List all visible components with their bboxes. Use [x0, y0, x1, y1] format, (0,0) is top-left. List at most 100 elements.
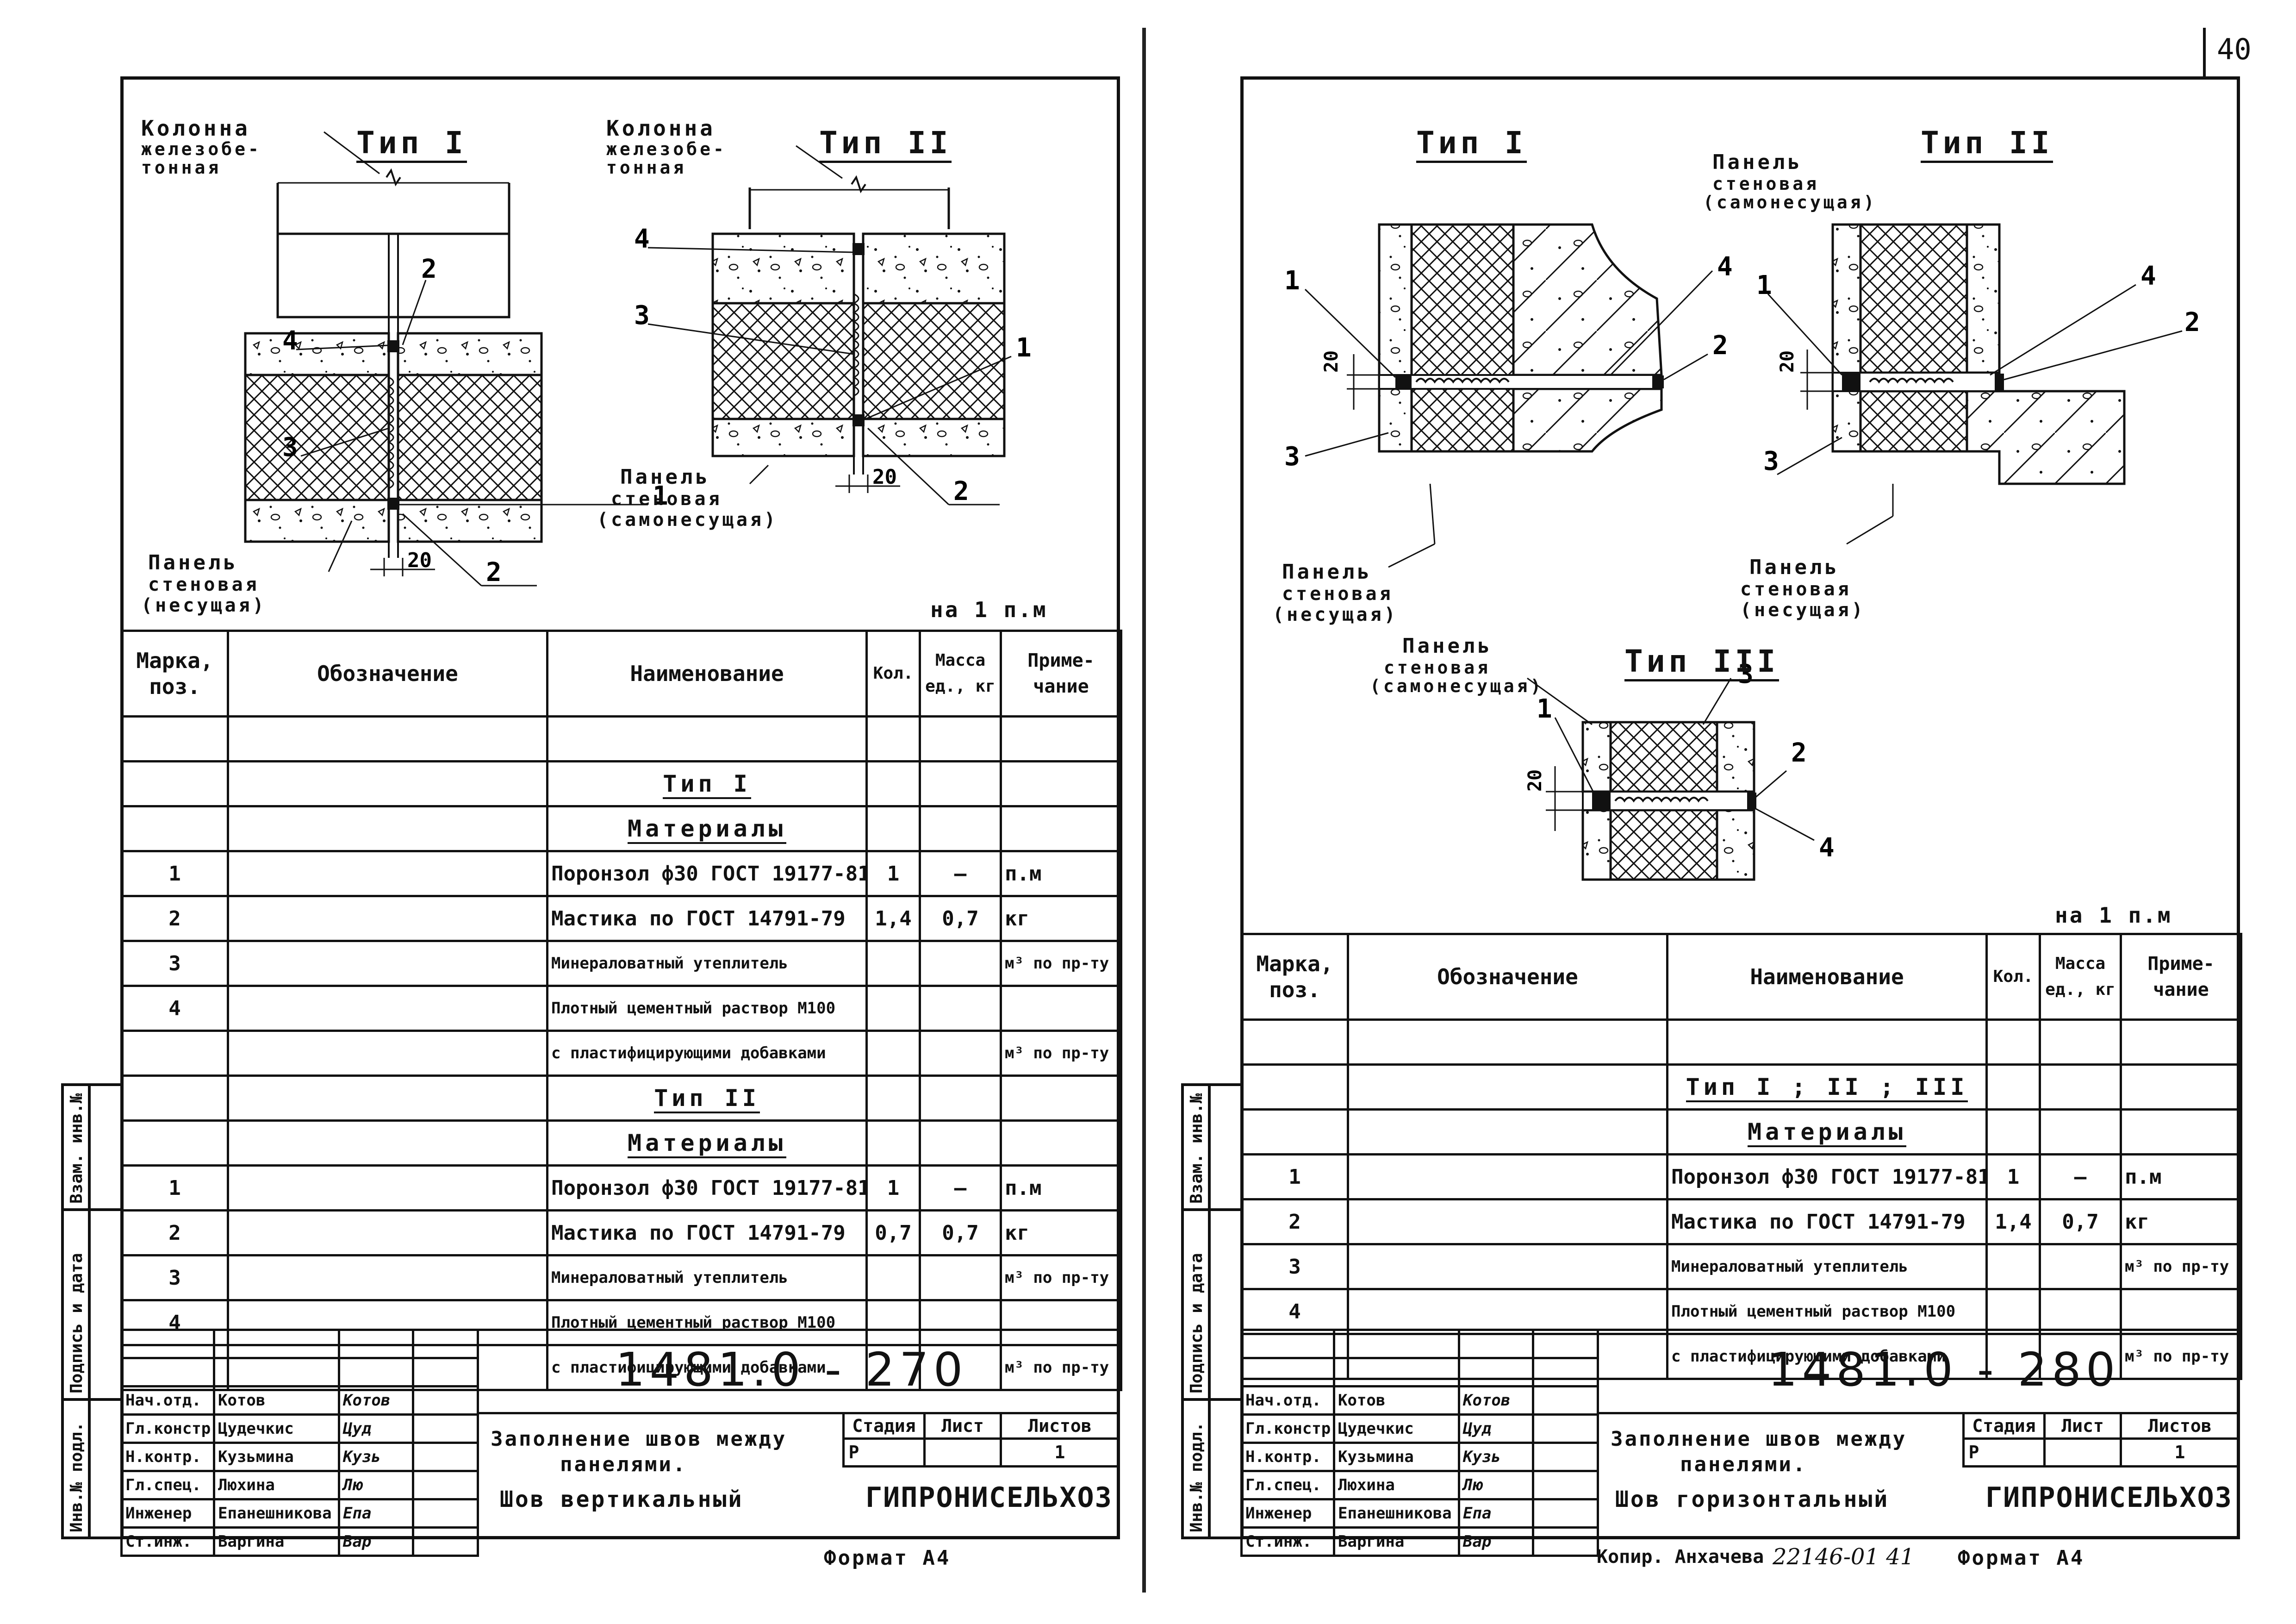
- staff-cell-empty: [412, 1357, 479, 1387]
- spec-cell-empty: [1985, 1108, 2041, 1156]
- spec-cell-pos: 1: [120, 1164, 229, 1212]
- left-spec-table: Марка, поз. Обозначение Наименование Кол…: [120, 630, 1122, 1391]
- spec-cell-qty: 1: [865, 1164, 921, 1212]
- spec-cell-mass: 0,7: [919, 1209, 1002, 1256]
- spec-cell-pos: 2: [120, 1209, 229, 1256]
- right-copy-code: 22146-01 41: [1773, 1544, 1915, 1570]
- right-drawing-horizontal-joint: 20 1 3 4 2 20 1 3 4 2: [1284, 223, 2200, 881]
- spec-cell-qty: [865, 1344, 921, 1391]
- spec-cell-name: Мастика по ГОСТ 14791-79: [546, 895, 868, 942]
- spec-cell-mass: [919, 715, 1002, 762]
- spec-cell-mass: [919, 1299, 1002, 1346]
- staff-signature: Кузь: [1458, 1442, 1534, 1472]
- right-panel-a-3: (несущая): [1273, 604, 1398, 625]
- spec-cell-section: Материалы: [1666, 1108, 1988, 1156]
- spec-cell-empty: [1240, 1063, 1349, 1111]
- spec-cell-note: [1000, 1299, 1122, 1346]
- spec-cell-empty: [865, 805, 921, 852]
- staff-date: [1532, 1413, 1599, 1444]
- right-panel-a-2: стеновая: [1282, 583, 1394, 605]
- spec-cell-mass: —: [919, 850, 1002, 897]
- staff-signature: Вар: [338, 1526, 414, 1557]
- spec-cell-qty: [865, 715, 921, 762]
- staff-role: Гл.спец.: [120, 1470, 215, 1500]
- spec-cell-empty: [227, 940, 548, 987]
- spec-cell-note: м³ по пр-ту: [1000, 940, 1122, 987]
- spec-row: Тип II: [120, 1074, 1122, 1122]
- spec-cell-empty: [120, 760, 229, 807]
- spec-cell-empty: [1347, 1198, 1668, 1245]
- right-sheets-h: Листов: [2148, 1416, 2212, 1436]
- spec-cell-empty: [227, 715, 548, 762]
- svg-text:4: 4: [634, 224, 650, 254]
- staff-date: [412, 1470, 479, 1500]
- staff-role: Ст.инж.: [1240, 1526, 1335, 1557]
- svg-text:1: 1: [1016, 333, 1032, 363]
- spec-cell-qty: 1: [865, 850, 921, 897]
- spec-cell-name: [546, 715, 868, 762]
- left-column2-label-2: железобе-: [606, 139, 727, 159]
- left-type2-title: Тип II: [819, 125, 952, 163]
- right-spec-header-row: Марка, поз. Обозначение Наименование Кол…: [1240, 933, 2242, 1021]
- left-panel-b-1: Панель: [620, 465, 710, 489]
- staff-role: Нач.отд.: [1240, 1385, 1335, 1416]
- svg-text:20: 20: [1524, 769, 1546, 792]
- svg-text:2: 2: [1791, 738, 1807, 768]
- svg-text:2: 2: [421, 254, 437, 284]
- left-stage-h: Стадия: [852, 1416, 916, 1436]
- hdr-mass: Масса ед., кг: [919, 630, 1002, 718]
- staff-name: Люхина: [213, 1470, 340, 1500]
- spec-cell-mass: [919, 985, 1002, 1032]
- side-inv: Инв.№ подл.: [67, 1422, 86, 1532]
- right-type3-detail: 20 1 3 2 4: [1524, 659, 1835, 881]
- spec-cell-empty: [227, 760, 548, 807]
- spec-cell-qty: 0,7: [865, 1209, 921, 1256]
- spec-cell-empty: [2120, 1108, 2242, 1156]
- spec-cell-name: Мастика по ГОСТ 14791-79: [546, 1209, 868, 1256]
- spec-cell-empty: [1347, 1243, 1668, 1290]
- staff-blank-row: [120, 1357, 479, 1387]
- spec-cell-mass: [2039, 1333, 2122, 1380]
- right-panel-c-3: (несущая): [1740, 600, 1866, 621]
- spec-cell-mass: [919, 1344, 1002, 1391]
- right-panel-b-1: Панель: [1712, 150, 1803, 174]
- right-title-box: [1597, 1329, 2240, 1539]
- spec-cell-mass: [919, 1030, 1002, 1077]
- spec-cell-empty: [1347, 1018, 1668, 1066]
- svg-text:3: 3: [282, 432, 298, 462]
- staff-cell-empty: [1458, 1329, 1534, 1359]
- spec-row: [1240, 1018, 2242, 1066]
- left-sheets-h: Листов: [1028, 1416, 1092, 1436]
- right-panel-b-2: стеновая: [1712, 174, 1820, 194]
- staff-date: [412, 1498, 479, 1529]
- spec-cell-empty: [1347, 1153, 1668, 1200]
- right-doc-code: 1481.0 - 280: [1768, 1343, 2120, 1397]
- spec-cell-empty: [919, 805, 1002, 852]
- staff-role: Н.контр.: [120, 1442, 215, 1472]
- svg-text:2: 2: [1712, 331, 1728, 361]
- left-panel-a-2: стеновая: [148, 574, 260, 595]
- spec-cell-pos: 3: [1240, 1243, 1349, 1290]
- rhdr-qty: Кол.: [1985, 933, 2041, 1021]
- spec-cell-pos: 3: [120, 1254, 229, 1301]
- staff-date: [1532, 1526, 1599, 1557]
- spec-cell-empty: [227, 895, 548, 942]
- sheet-fold-line: [1142, 28, 1146, 1593]
- spec-cell-qty: [865, 1254, 921, 1301]
- staff-role: Нач.отд.: [120, 1385, 215, 1416]
- spec-cell-name: Минераловатный утеплитель: [546, 940, 868, 987]
- right-panel-d-2: стеновая: [1384, 657, 1491, 678]
- right-copy-note: Копир. Анхачева: [1597, 1546, 1764, 1568]
- spec-cell-empty: [227, 1209, 548, 1256]
- spec-cell-empty: [1000, 1074, 1122, 1122]
- spec-cell-qty: [865, 1030, 921, 1077]
